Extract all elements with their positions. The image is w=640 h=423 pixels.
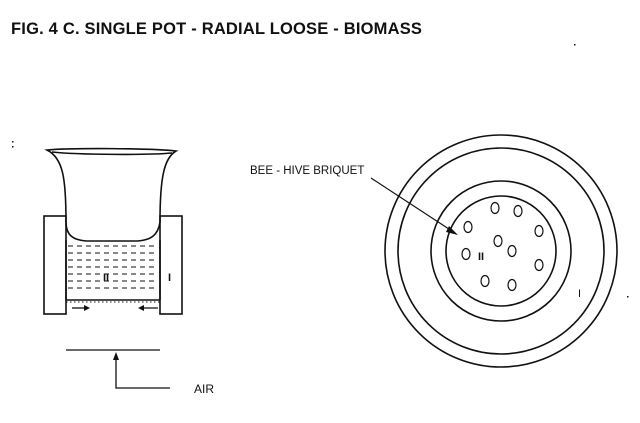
briquet-hole <box>463 220 473 234</box>
side-fuel-zone-label: II <box>103 272 109 284</box>
outer-inner-ring <box>397 147 605 355</box>
briquet-hole <box>461 247 471 261</box>
briquet-leader-arrow-icon <box>370 177 458 235</box>
top-center-label: II <box>478 251 484 263</box>
briquet-hole <box>507 244 517 258</box>
air-supply-arrow-icon <box>113 352 170 389</box>
right-outer-wall <box>159 215 183 315</box>
briquet-hole <box>513 204 523 218</box>
left-inlet-arrow-icon <box>72 305 90 311</box>
top-view <box>370 134 618 368</box>
figure-title: FIG. 4 C. SINGLE POT - RADIAL LOOSE - BI… <box>11 20 423 38</box>
air-label: AIR <box>194 382 214 396</box>
briquet-hole <box>490 201 500 215</box>
combustion-chamber-ring <box>430 180 572 322</box>
cooking-pot <box>44 147 179 242</box>
briquet-outline <box>445 195 557 307</box>
briquet-hole <box>534 224 544 238</box>
top-outer-label: I <box>578 288 581 300</box>
briquet-hole <box>493 234 503 248</box>
pot-rim <box>51 151 173 156</box>
left-outer-wall <box>43 215 67 315</box>
side-section-view <box>43 147 183 389</box>
fuel-bed-hatching <box>68 245 158 289</box>
briquet-hole <box>480 274 490 288</box>
briquet-hole <box>534 258 544 272</box>
briquet-label: BEE - HIVE BRIQUET <box>250 165 364 177</box>
right-inlet-arrow-icon <box>138 305 158 311</box>
briquet-hole <box>507 278 517 292</box>
briquet-holes <box>461 201 544 292</box>
scan-specks <box>12 44 629 298</box>
outer-casing-ring <box>384 134 618 368</box>
side-wall-label: I <box>168 272 171 284</box>
